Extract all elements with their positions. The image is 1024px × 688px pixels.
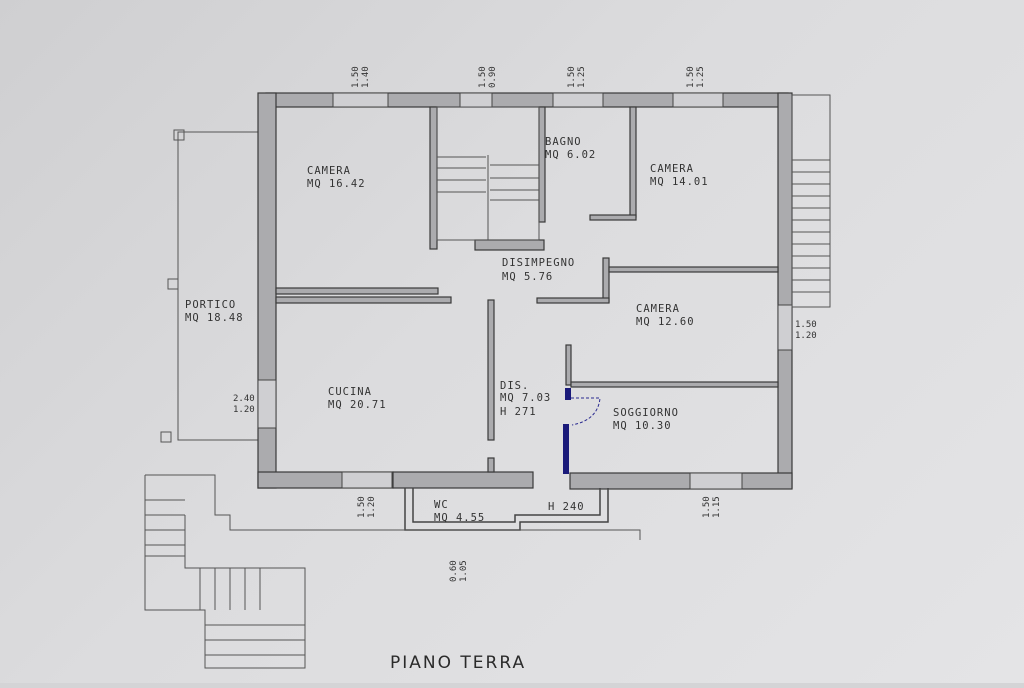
room-camera-2: CAMERA MQ 14.01 [650, 163, 709, 188]
room-name: CUCINA [328, 386, 372, 398]
room-area: MQ 4.55 [434, 512, 485, 524]
svg-text:1.15: 1.15 [712, 496, 722, 518]
svg-text:1.25: 1.25 [577, 66, 587, 88]
room-cucina: CUCINA MQ 20.71 [328, 386, 387, 411]
svg-text:1.50: 1.50 [351, 66, 361, 88]
room-wc: WC MQ 4.55 H 240 [434, 499, 585, 524]
room-name: CAMERA [650, 163, 694, 175]
room-name: BAGNO [545, 136, 582, 148]
room-area: MQ 10.30 [613, 420, 672, 432]
svg-text:1.50: 1.50 [686, 66, 696, 88]
room-portico: PORTICO MQ 18.48 [185, 299, 244, 324]
room-name: DISIMPEGNO [502, 257, 575, 269]
room-area: MQ 12.60 [636, 316, 695, 328]
room-height: H 240 [548, 501, 585, 513]
pillar [173, 129, 185, 141]
window [341, 471, 393, 489]
svg-text:1.40: 1.40 [361, 66, 371, 88]
svg-text:1.25: 1.25 [696, 66, 706, 88]
walls [257, 92, 793, 531]
room-area: MQ 20.71 [328, 399, 387, 411]
window [257, 379, 277, 429]
window [552, 92, 604, 108]
pillar [167, 278, 179, 290]
svg-text:1.50: 1.50 [567, 66, 577, 88]
portico-outline [160, 129, 262, 443]
room-name: CAMERA [307, 165, 351, 177]
room-area: MQ 6.02 [545, 149, 596, 161]
room-camera-3: CAMERA MQ 12.60 [636, 303, 695, 328]
svg-text:1.20: 1.20 [367, 496, 377, 518]
room-area: MQ 16.42 [307, 178, 366, 190]
room-area: MQ 18.48 [185, 312, 244, 324]
window [689, 472, 743, 490]
pillar [160, 431, 172, 443]
staircase [144, 94, 831, 669]
svg-text:2.40: 2.40 [233, 394, 255, 404]
room-name: SOGGIORNO [613, 407, 679, 419]
room-disimpegno: DISIMPEGNO MQ 5.76 [502, 257, 575, 283]
svg-text:1.20: 1.20 [233, 405, 255, 415]
svg-text:0.90: 0.90 [488, 66, 498, 88]
room-bagno: BAGNO MQ 6.02 [545, 136, 596, 161]
external-stairs-right [791, 94, 831, 308]
room-dis: DIS. MQ 7.03 H 271 [500, 380, 551, 418]
room-name: WC [434, 499, 449, 511]
window [777, 304, 793, 351]
room-height: H 271 [500, 406, 537, 418]
window [672, 92, 724, 108]
svg-text:1.50: 1.50 [478, 66, 488, 88]
svg-text:1.50: 1.50 [795, 320, 817, 330]
room-soggiorno: SOGGIORNO MQ 10.30 [613, 407, 679, 432]
svg-text:1.50: 1.50 [357, 496, 367, 518]
room-area: MQ 14.01 [650, 176, 709, 188]
dimension-right: 1.501.20 [795, 320, 817, 341]
svg-text:1.50: 1.50 [702, 496, 712, 518]
external-stairs-left [144, 474, 641, 669]
window [332, 92, 389, 108]
plan-title: PIANO TERRA [390, 653, 526, 673]
svg-text:0.60: 0.60 [449, 560, 459, 582]
window [459, 92, 493, 108]
dimension-left: 2.401.20 [233, 394, 255, 415]
room-area: MQ 5.76 [502, 271, 553, 283]
room-name: CAMERA [636, 303, 680, 315]
room-name: PORTICO [185, 299, 236, 311]
room-camera-1: CAMERA MQ 16.42 [307, 165, 366, 190]
svg-text:1.05: 1.05 [459, 560, 469, 582]
svg-text:1.20: 1.20 [795, 331, 817, 341]
room-name: DIS. [500, 380, 529, 392]
room-area: MQ 7.03 [500, 392, 551, 404]
